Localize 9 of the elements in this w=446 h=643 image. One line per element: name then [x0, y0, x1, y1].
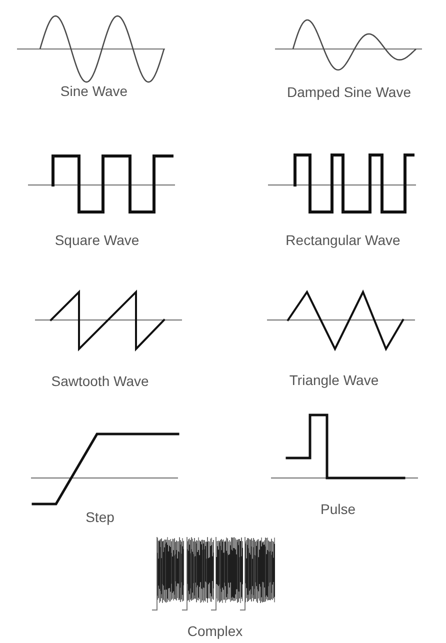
waveform-caption: Damped Sine Wave [287, 84, 411, 100]
waveform-caption: Step [86, 509, 114, 525]
waveform-caption: Rectangular Wave [286, 232, 400, 248]
waveform-caption: Triangle Wave [289, 372, 379, 388]
waveform-caption: Sine Wave [60, 83, 128, 99]
waveform-caption: Complex [187, 623, 243, 639]
waveform-caption: Square Wave [54, 232, 140, 248]
waveform-caption: Pulse [320, 501, 356, 517]
waveform-caption: Sawtooth Wave [51, 373, 149, 389]
